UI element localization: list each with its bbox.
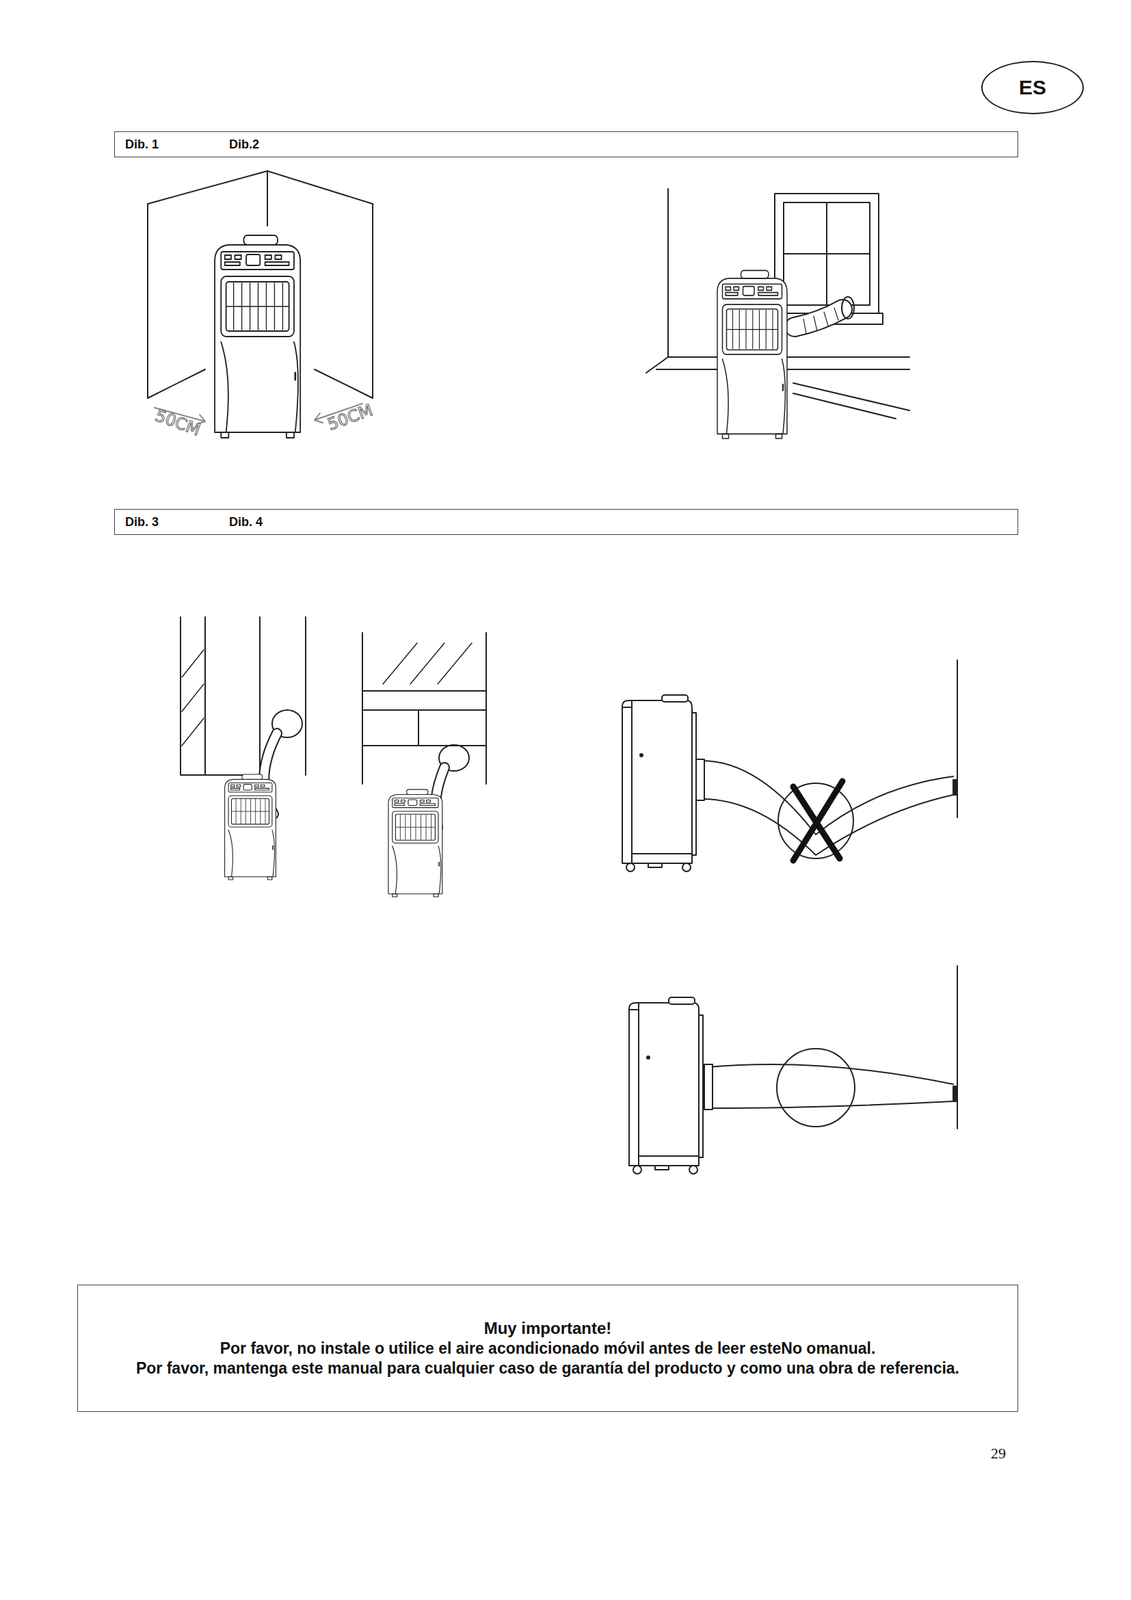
page-number: 29 bbox=[990, 1444, 1006, 1462]
figure-header-bar: Dib. 1 Dib.2 bbox=[114, 131, 1019, 158]
dimension-label: 50CM bbox=[324, 400, 375, 435]
figure-label: Dib. 3 bbox=[125, 514, 159, 530]
figure-header-bar: Dib. 3 Dib. 4 bbox=[114, 508, 1019, 535]
figure-label: Dib. 4 bbox=[229, 514, 263, 530]
figure-label: Dib. 1 bbox=[125, 137, 159, 152]
figure-label: Dib.2 bbox=[229, 137, 260, 152]
language-code: ES bbox=[1018, 74, 1047, 101]
notice-text: Por favor, mantenga este manual para cua… bbox=[136, 1358, 960, 1378]
important-notice-box: Muy importante!Por favor, no instale o u… bbox=[77, 1284, 1019, 1412]
dimension-label: 50CM bbox=[152, 405, 203, 440]
notice-text: Por favor, no instale o utilice el aire … bbox=[220, 1338, 876, 1359]
notice-heading: Muy importante! bbox=[484, 1317, 612, 1339]
language-badge: ES bbox=[981, 60, 1084, 115]
